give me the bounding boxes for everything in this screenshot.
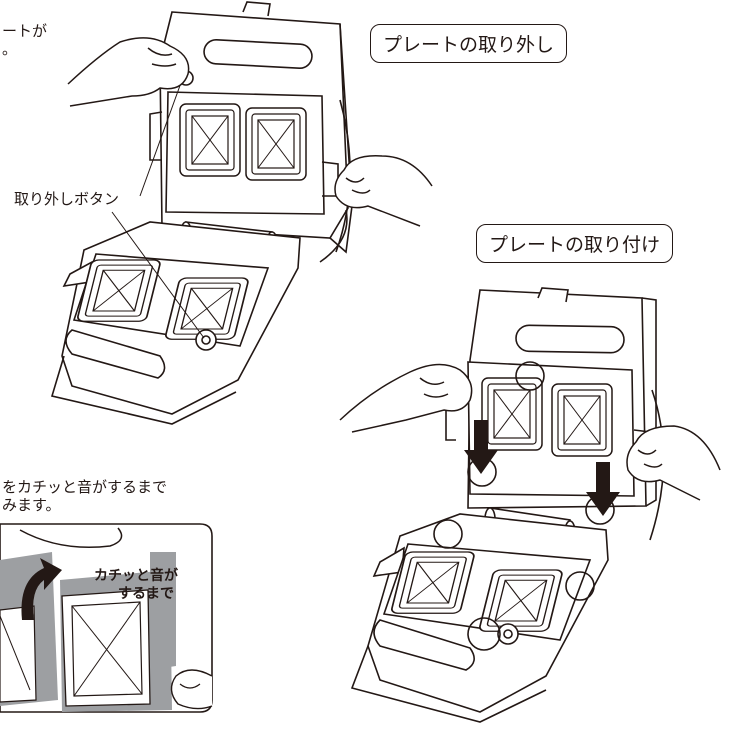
appliance-attach	[350, 287, 665, 723]
instruction-fragment-1: ートが	[2, 22, 48, 40]
release-button-label: 取り外しボタン	[12, 190, 122, 208]
down-arrows	[464, 420, 620, 516]
click-sound-line-2: するまで	[118, 586, 174, 602]
attach-plate-heading: プレートの取り付け	[476, 224, 674, 263]
instruction-fragment-3: をカチッと音がするまで	[2, 478, 168, 496]
click-sound-line-1: カチッと音が	[94, 568, 178, 584]
appliance-removal	[50, 1, 353, 425]
instruction-fragment-4: みます。	[2, 496, 61, 514]
inset-frame	[0, 523, 213, 713]
hands-removal	[67, 37, 433, 227]
hands-attach	[339, 363, 721, 501]
remove-plate-heading: プレートの取り外し	[370, 24, 568, 63]
instruction-fragment-2: 。	[2, 40, 18, 58]
